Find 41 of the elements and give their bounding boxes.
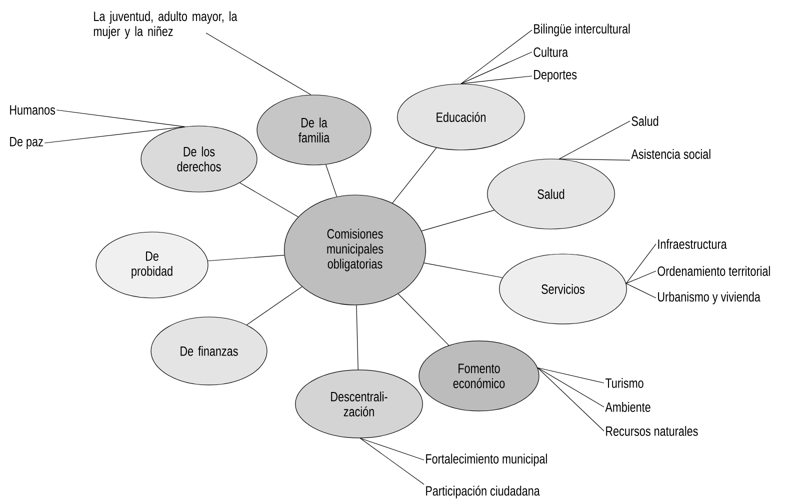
subtopic-label: De paz — [10, 136, 43, 150]
connector-line — [360, 438, 424, 485]
subtopic-label: La juventud, adulto mayor, la mujer y la niñez — [94, 11, 238, 39]
connector-line — [626, 283, 656, 298]
connector-line — [537, 367, 604, 432]
connector-line — [208, 254, 285, 262]
connector-line — [460, 30, 532, 84]
connector-line — [421, 210, 495, 232]
connector-line — [246, 286, 302, 326]
connector-line — [626, 270, 656, 284]
connector-line — [558, 158, 630, 160]
subtopic-label: Humanos — [10, 105, 56, 115]
connector-line — [398, 294, 450, 346]
connector-line — [537, 367, 604, 384]
subtopic-label: Turismo — [605, 378, 644, 388]
subtopic-label: Bilingüe intercultural — [534, 24, 630, 36]
connector-line — [537, 367, 604, 408]
connector-line — [360, 438, 424, 460]
connector-line — [460, 76, 532, 84]
connector-line — [626, 244, 656, 284]
connector-line — [44, 126, 185, 144]
subtopic-label: Participación ciudadana — [426, 486, 540, 498]
subtopic-label: Salud — [632, 116, 658, 126]
connector-line — [356, 304, 358, 370]
connector-line — [392, 147, 437, 204]
connector-line — [326, 164, 338, 197]
subtopic-label: Deportes — [534, 70, 577, 82]
subtopic-label: Cultura — [534, 47, 568, 57]
subtopic-label: Infraestructura — [658, 239, 727, 249]
subtopic-label: Ambiente — [605, 402, 650, 412]
subtopic-label: Asistencia social — [631, 149, 710, 159]
connector-line — [558, 120, 630, 160]
connector-line — [240, 182, 298, 218]
connector-line — [206, 32, 312, 96]
subtopic-label: Ordenamiento territorial — [658, 266, 770, 276]
subtopic-label: Urbanismo y vivienda — [658, 292, 760, 304]
subtopic-label: Fortalecimiento municipal — [426, 454, 547, 466]
connector-line — [424, 262, 503, 278]
connector-line — [460, 52, 532, 84]
connector-line — [56, 110, 185, 128]
subtopic-label: Recursos naturales — [606, 426, 698, 436]
